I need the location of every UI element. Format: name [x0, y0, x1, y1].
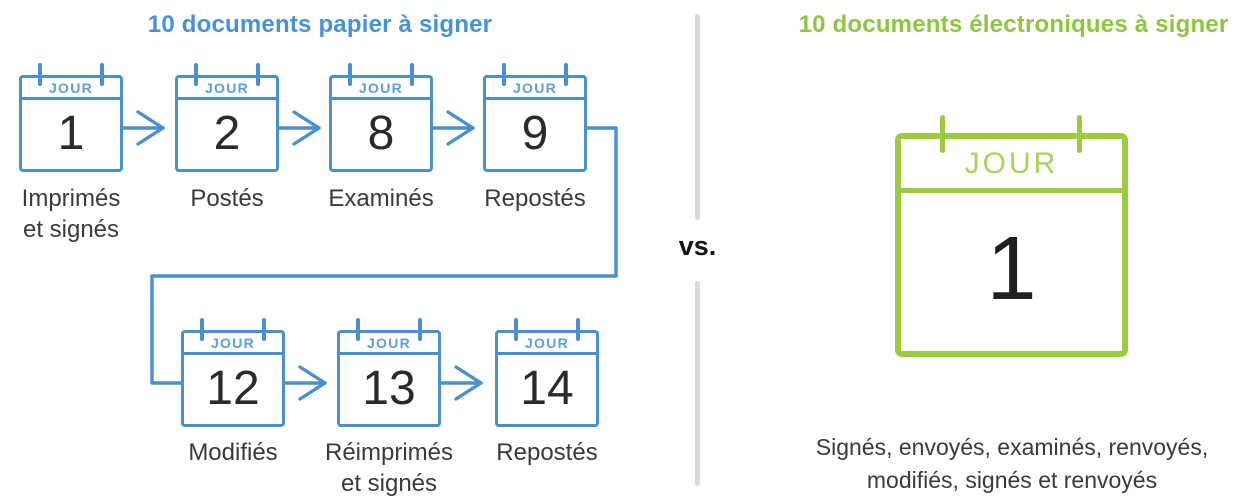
calendar-jour-label: JOUR: [340, 333, 438, 355]
calendar-day-number: 9: [521, 106, 549, 160]
calendar-ring-icon: [200, 318, 204, 341]
caption-line-2: modifiés, signés et renvoyés: [866, 466, 1158, 493]
calendar-day-2: JOUR 2: [175, 63, 279, 172]
calendar-day-number: 13: [362, 361, 416, 415]
divider-line: [695, 14, 700, 220]
paper-documents-title: 10 documents papier à signer: [147, 11, 493, 38]
calendar-ring-icon: [256, 63, 260, 86]
calendar-day-9: JOUR 9: [483, 63, 587, 172]
calendar-jour-label: JOUR: [184, 333, 282, 355]
calendar-ring-icon: [502, 63, 506, 86]
calendar-day-12: JOUR 12: [181, 318, 285, 427]
calendar-ring-icon: [262, 318, 266, 341]
calendar-ring-icon: [576, 318, 580, 341]
calendar-step-label: Examinés: [328, 185, 434, 212]
calendar-day-number: 1: [57, 106, 85, 160]
calendar-step-label: Imprimés et signés: [21, 185, 121, 244]
electronic-documents-title: 10 documents électroniques à signer: [798, 11, 1229, 38]
calendar-jour-label: JOUR: [332, 78, 430, 100]
calendar-jour-label: JOUR: [486, 78, 584, 100]
calendar-day-number: 14: [520, 361, 574, 415]
calendar-day-1-electronic: JOUR 1: [895, 115, 1128, 357]
calendar-day-13: JOUR 13: [337, 318, 441, 427]
calendar-ring-icon: [356, 318, 360, 341]
divider-line: [695, 281, 700, 486]
calendar-step-label: Modifiés: [188, 439, 278, 466]
calendar-day-1: JOUR 1: [19, 63, 123, 172]
calendar-jour-label: JOUR: [178, 78, 276, 100]
calendar-step-label: Repostés: [484, 185, 586, 212]
calendar-step-label: Réimprimés et signés: [324, 439, 453, 498]
vs-label: vs.: [678, 231, 717, 261]
calendar-ring-icon: [348, 63, 352, 86]
calendar-ring-icon: [514, 318, 518, 341]
calendar-ring-icon: [564, 63, 568, 86]
calendar-jour-label: JOUR: [901, 139, 1122, 193]
calendar-jour-label: JOUR: [22, 78, 120, 100]
calendar-day-14: JOUR 14: [495, 318, 599, 427]
caption-line-1: Signés, envoyés, examinés, renvoyés,: [815, 434, 1209, 460]
electronic-steps-caption: Signés, envoyés, examinés, renvoyés, mod…: [762, 431, 1257, 496]
calendar-day-number: 1: [986, 219, 1037, 319]
calendar-day-number: 8: [367, 106, 395, 160]
calendar-day-8: JOUR 8: [329, 63, 433, 172]
calendar-step-label: Postés: [190, 185, 264, 212]
flow-arrow-icon: [121, 110, 483, 401]
calendar-ring-icon: [1077, 115, 1082, 153]
calendar-day-number: 12: [206, 361, 260, 415]
calendar-step-label: Repostés: [496, 439, 598, 466]
flow-connector-line: [150, 126, 618, 385]
calendar-jour-label: JOUR: [498, 333, 596, 355]
calendar-ring-icon: [940, 115, 945, 153]
calendar-ring-icon: [194, 63, 198, 86]
calendar-ring-icon: [38, 63, 42, 86]
calendar-ring-icon: [418, 318, 422, 341]
calendar-ring-icon: [100, 63, 104, 86]
calendar-ring-icon: [410, 63, 414, 86]
calendar-day-number: 2: [213, 106, 241, 160]
